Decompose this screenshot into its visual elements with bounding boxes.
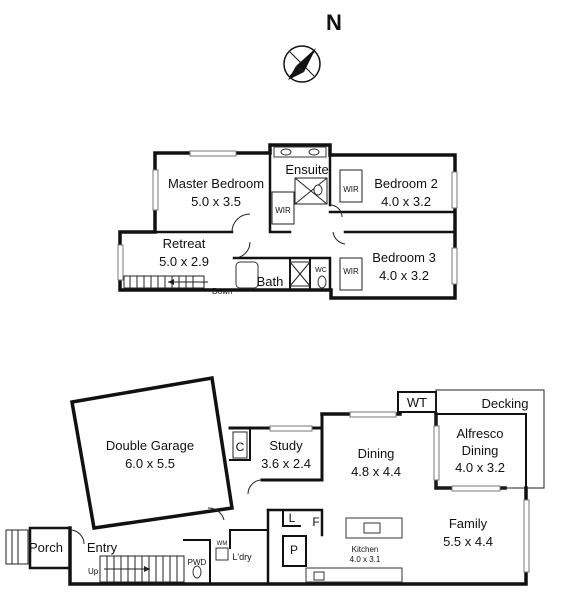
wir-master-label: WIR: [275, 206, 291, 215]
wir-bedroom-3-label: WIR: [343, 267, 359, 276]
stairs-up: [99, 555, 185, 583]
wir-bedroom-2-label: WIR: [343, 185, 359, 194]
family-dims: 5.5 x 4.4: [443, 534, 493, 549]
pantry-label: P: [290, 543, 298, 557]
study-name: Study: [269, 438, 303, 453]
retreat-dims: 5.0 x 2.9: [159, 254, 209, 269]
north-arrow-icon: [283, 45, 321, 83]
pwd-label: PWD: [188, 558, 207, 567]
family-name: Family: [449, 516, 488, 531]
wm-label: WM: [217, 541, 228, 547]
kitchen-dims: 4.0 x 3.1: [350, 555, 381, 564]
master-bedroom-name: Master Bedroom: [168, 176, 264, 191]
stairs-down: [123, 275, 208, 289]
bedroom-2-dims: 4.0 x 3.2: [381, 194, 431, 209]
alfresco-name-line2: Dining: [462, 443, 499, 458]
laundry-label: L'dry: [232, 552, 252, 562]
bedroom-2-name: Bedroom 2: [374, 176, 438, 191]
stair-up-label: Up: [88, 567, 99, 576]
dining-name: Dining: [358, 446, 395, 461]
kitchen-name: Kitchen: [352, 545, 379, 554]
porch-name: Porch: [29, 540, 63, 555]
garage-outline: [69, 375, 234, 530]
ensuite-name: Ensuite: [285, 162, 328, 177]
double-garage-name: Double Garage: [106, 438, 194, 453]
retreat-name: Retreat: [163, 236, 206, 251]
alfresco-name-line1: Alfresco: [457, 426, 504, 441]
master-bedroom-dims: 5.0 x 3.5: [191, 194, 241, 209]
cupboard-label: C: [236, 440, 245, 454]
study-dims: 3.6 x 2.4: [261, 456, 311, 471]
entry-name: Entry: [87, 540, 118, 555]
fridge-label: F: [312, 515, 319, 529]
bath-name: Bath: [257, 274, 284, 289]
decking-name: Decking: [482, 396, 529, 411]
bedroom-3-dims: 4.0 x 3.2: [379, 268, 429, 283]
alfresco-dims: 4.0 x 3.2: [455, 460, 505, 475]
wc-label: WC: [315, 267, 327, 274]
compass: N: [283, 10, 342, 83]
upper-floor: Master Bedroom 5.0 x 3.5 Ensuite Bedroom…: [117, 143, 458, 300]
bedroom-3-name: Bedroom 3: [372, 250, 436, 265]
double-garage-dims: 6.0 x 5.5: [125, 456, 175, 471]
dining-dims: 4.8 x 4.4: [351, 464, 401, 479]
stair-down-label: Down: [212, 287, 232, 296]
wt-label: WT: [407, 395, 427, 410]
linen-label: L: [289, 511, 296, 525]
compass-north-label: N: [326, 10, 342, 35]
ground-floor: Double Garage 6.0 x 5.5 Study 3.6 x 2.4 …: [5, 375, 545, 586]
